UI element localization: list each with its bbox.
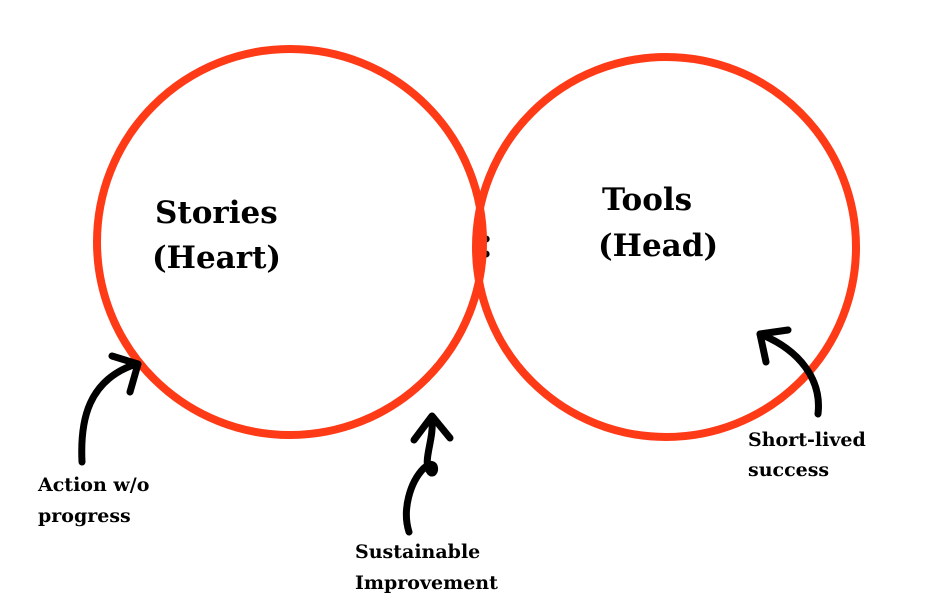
center-annotation-line1: Sustainable [355,541,480,563]
tools-head-circle [472,53,860,441]
stories-heart-circle [93,45,487,439]
right-annotation-line1: Short-lived [748,429,866,451]
right-circle-subtitle: (Head) [598,228,718,264]
right-circle-title: Tools [602,182,692,218]
curved-arrow-icon [756,326,822,418]
left-circle-title: Stories [155,195,278,231]
curved-arrow-icon [78,352,142,466]
left-annotation-line1: Action w/o [37,474,149,496]
squiggle-arrow-icon [402,412,454,536]
left-annotation-line2: progress [38,505,131,527]
center-annotation-line2: Improvement [355,572,498,594]
left-circle-subtitle: (Heart) [152,240,281,276]
right-annotation-line2: success [748,459,829,481]
